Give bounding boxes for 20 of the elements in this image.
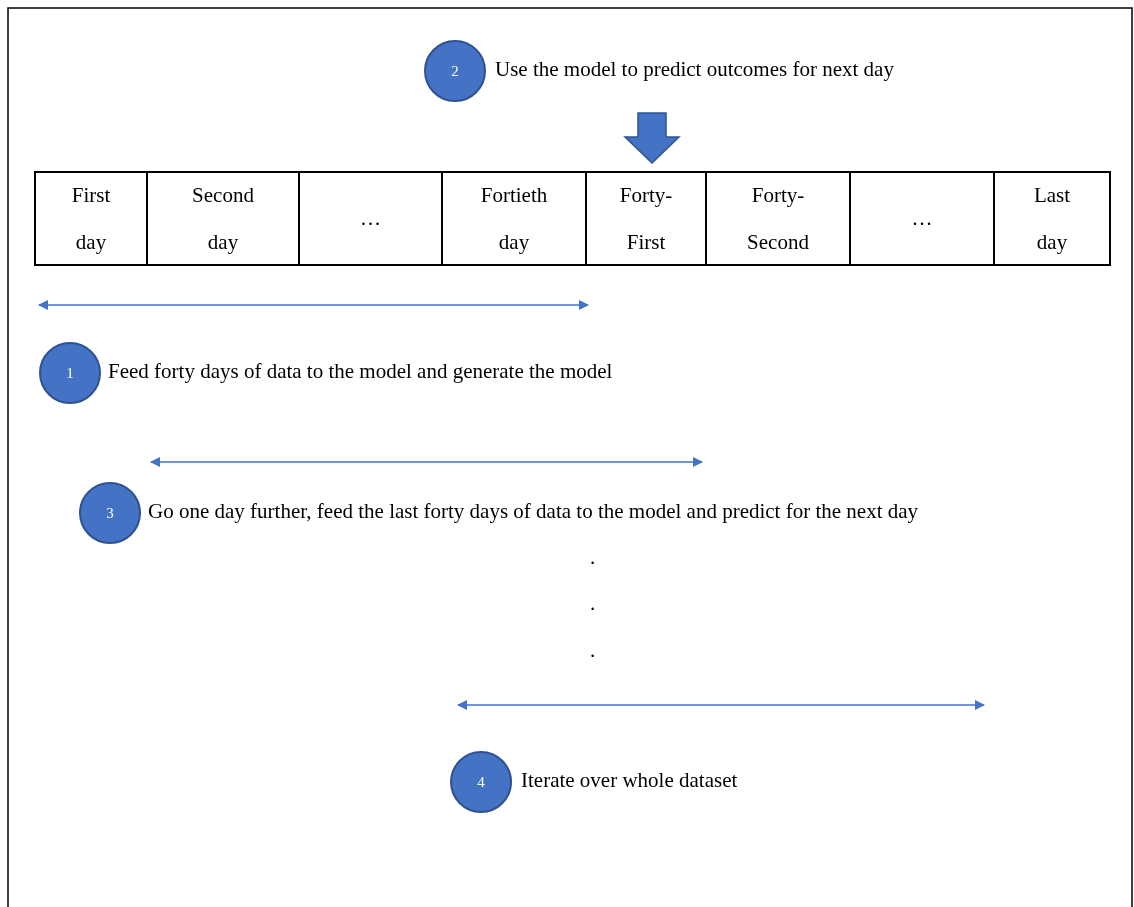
- ellipsis-dot: .: [590, 591, 596, 616]
- table-cell: First day: [34, 171, 148, 266]
- table-cell: Second day: [146, 171, 300, 266]
- down-arrow: [623, 112, 681, 165]
- table-cell: Fortieth day: [441, 171, 587, 266]
- step-description: Use the model to predict outcomes for next day: [495, 57, 894, 82]
- step-description: Feed forty days of data to the model and generate the model: [108, 359, 613, 384]
- table-cell: Forty-First: [585, 171, 707, 266]
- step-description: Go one day further, feed the last forty days of data to the model and predict for the next day: [148, 499, 919, 524]
- step-number-circle: 1: [39, 342, 101, 404]
- table-cell: …: [849, 171, 995, 266]
- table-cell: Last day: [993, 171, 1111, 266]
- ellipsis-dot: .: [590, 545, 596, 570]
- table-cell: Forty-Second: [705, 171, 851, 266]
- table-cell: …: [298, 171, 443, 266]
- ellipsis-dot: .: [590, 638, 596, 663]
- step-description: Iterate over whole dataset: [521, 768, 738, 793]
- step-number-circle: 4: [450, 751, 512, 813]
- step-number-circle: 3: [79, 482, 141, 544]
- step-number-circle: 2: [424, 40, 486, 102]
